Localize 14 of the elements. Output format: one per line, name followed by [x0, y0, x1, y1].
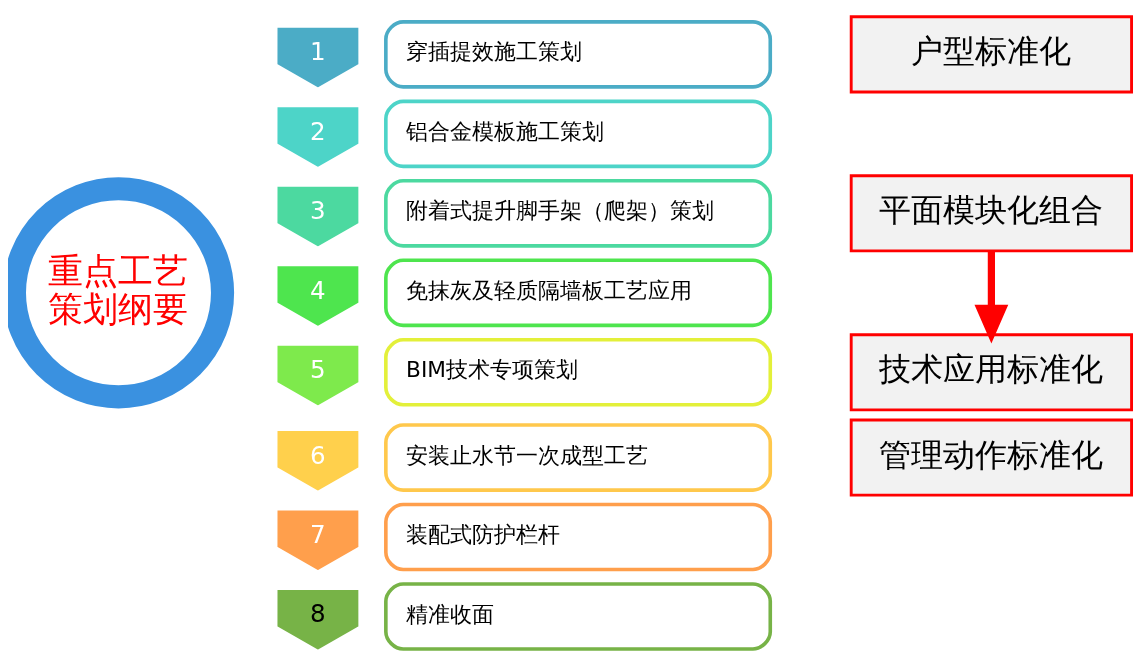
node-box: BIM技术专项策划: [384, 337, 773, 407]
node-box: 免抹灰及轻质隔墙板工艺应用: [384, 258, 773, 328]
arrow: [974, 251, 1009, 344]
node-box: 精准收面: [384, 582, 773, 651]
node-circle: 重点工艺策划纲要: [8, 177, 235, 409]
node-box: 附着式提升脚手架（爬架）策划: [384, 179, 773, 248]
node-box: 铝合金模板施工策划: [384, 99, 773, 169]
node-box: 装配式防护栏杆: [384, 502, 773, 572]
node-box: 管理动作标准化: [849, 418, 1133, 497]
node-box: 平面模块化组合: [849, 174, 1133, 253]
node-box: 户型标准化: [849, 15, 1133, 94]
node-box: 安装止水节一次成型工艺: [384, 423, 773, 492]
node-box: 技术应用标准化: [849, 333, 1133, 412]
node-box: 穿插提效施工策划: [384, 20, 773, 89]
